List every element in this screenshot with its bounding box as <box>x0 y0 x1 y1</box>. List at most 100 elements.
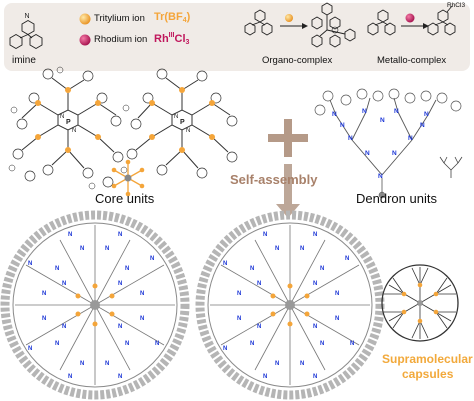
capsule-cartoon-icon <box>381 264 459 342</box>
svg-text:N: N <box>300 361 304 367</box>
svg-text:N: N <box>118 232 122 238</box>
svg-text:N: N <box>263 232 267 238</box>
svg-text:N: N <box>80 246 84 252</box>
svg-text:N: N <box>174 114 178 120</box>
metallo-arrow-head-icon <box>423 23 429 29</box>
svg-text:N: N <box>257 281 261 287</box>
svg-text:N: N <box>320 341 324 347</box>
rhodium-label: Rhodium ion <box>94 34 148 45</box>
tritylium-formula: Tr(BF4) <box>154 11 191 24</box>
organo-complex-label: Organo-complex <box>262 55 333 66</box>
svg-text:N: N <box>275 246 279 252</box>
dendron-units-label: Dendron units <box>356 191 437 206</box>
svg-text:N: N <box>72 128 76 134</box>
svg-text:N: N <box>68 232 72 238</box>
imine-label: imine <box>12 55 36 66</box>
supramolecular-label: Supramolecular <box>382 352 473 366</box>
svg-text:N: N <box>300 246 304 252</box>
organo-tritylium-icon <box>285 14 293 22</box>
svg-text:N: N <box>250 266 254 272</box>
organo-complex-imine-icon <box>244 9 273 36</box>
svg-text:P: P <box>180 119 185 126</box>
svg-text:N: N <box>118 374 122 380</box>
svg-text:N: N <box>335 291 339 297</box>
svg-text:N: N <box>62 281 66 287</box>
metallo-complex-imine-icon <box>367 9 396 36</box>
core-units-label: Core units <box>95 191 155 206</box>
svg-text:N: N <box>340 122 345 129</box>
svg-text:N: N <box>140 316 144 322</box>
svg-text:N: N <box>392 150 397 157</box>
tritylium-sphere-icon <box>79 13 91 25</box>
svg-text:N: N <box>424 111 429 118</box>
svg-text:N: N <box>362 108 367 115</box>
svg-text:N: N <box>62 324 66 330</box>
dendron-tree-icon <box>439 156 463 178</box>
svg-text:N: N <box>155 341 159 347</box>
svg-text:N: N <box>237 316 241 322</box>
svg-text:N: N <box>313 281 317 287</box>
svg-text:N: N <box>28 346 32 352</box>
svg-text:N: N <box>42 291 46 297</box>
rhodium-formula: RhIIICl3 <box>154 32 190 46</box>
self-assembly-label: Self-assembly <box>230 172 318 187</box>
svg-text:N: N <box>125 266 129 272</box>
capsules-label: capsules <box>402 367 454 381</box>
svg-text:N: N <box>313 324 317 330</box>
svg-text:N: N <box>105 246 109 252</box>
plus-sign-icon <box>268 119 308 157</box>
imine-structure-icon <box>9 19 43 50</box>
rhcl3-label: RhCl3 <box>447 2 466 9</box>
svg-text:N: N <box>275 361 279 367</box>
svg-text:N: N <box>380 117 385 124</box>
svg-text:N: N <box>365 150 370 157</box>
svg-text:N: N <box>332 111 337 118</box>
svg-text:N: N <box>55 341 59 347</box>
core-unit-left: P N N <box>8 66 130 190</box>
svg-text:N: N <box>60 114 64 120</box>
svg-text:N: N <box>140 291 144 297</box>
svg-text:N: N <box>257 324 261 330</box>
rhodium-sphere-icon <box>79 34 91 46</box>
svg-text:N: N <box>186 128 190 134</box>
svg-text:N: N <box>313 374 317 380</box>
metallo-complex-label: Metallo-complex <box>377 55 447 66</box>
svg-text:N: N <box>42 316 46 322</box>
svg-text:N: N <box>263 374 267 380</box>
svg-text:N: N <box>408 135 413 142</box>
svg-text:N: N <box>105 361 109 367</box>
svg-text:N: N <box>68 374 72 380</box>
core-cartoon-icon <box>111 159 145 197</box>
svg-text:N: N <box>335 316 339 322</box>
svg-text:N: N <box>80 361 84 367</box>
core-unit-right: P N N <box>126 68 238 179</box>
organo-complex-product-icon <box>311 2 356 48</box>
svg-text:N: N <box>420 122 425 129</box>
svg-text:N: N <box>313 232 317 238</box>
tritylium-label: Tritylium ion <box>94 13 145 24</box>
svg-text:N: N <box>223 261 227 267</box>
svg-text:N: N <box>394 108 399 115</box>
supramolecular-capsule-right: N N N N N N N N N N N N N N N N N N N N N N N N <box>195 210 385 400</box>
svg-text:N: N <box>237 291 241 297</box>
svg-text:N: N <box>55 266 59 272</box>
svg-text:N: N <box>345 256 349 262</box>
svg-text:N: N <box>118 324 122 330</box>
metallo-complex-product-icon <box>427 5 456 36</box>
metallo-rhodium-icon <box>405 13 415 23</box>
svg-text:N: N <box>320 266 324 272</box>
svg-text:N: N <box>378 173 383 180</box>
svg-text:N: N <box>150 256 154 262</box>
svg-text:N: N <box>223 346 227 352</box>
svg-text:N: N <box>350 341 354 347</box>
svg-text:N: N <box>118 281 122 287</box>
svg-text:N: N <box>28 261 32 267</box>
svg-text:N: N <box>348 135 353 142</box>
organo-charge-icon <box>331 26 339 34</box>
imine-atom-label: N <box>25 13 30 20</box>
svg-text:P: P <box>66 119 71 126</box>
svg-text:N: N <box>250 341 254 347</box>
organo-arrow-head-icon <box>302 23 308 29</box>
